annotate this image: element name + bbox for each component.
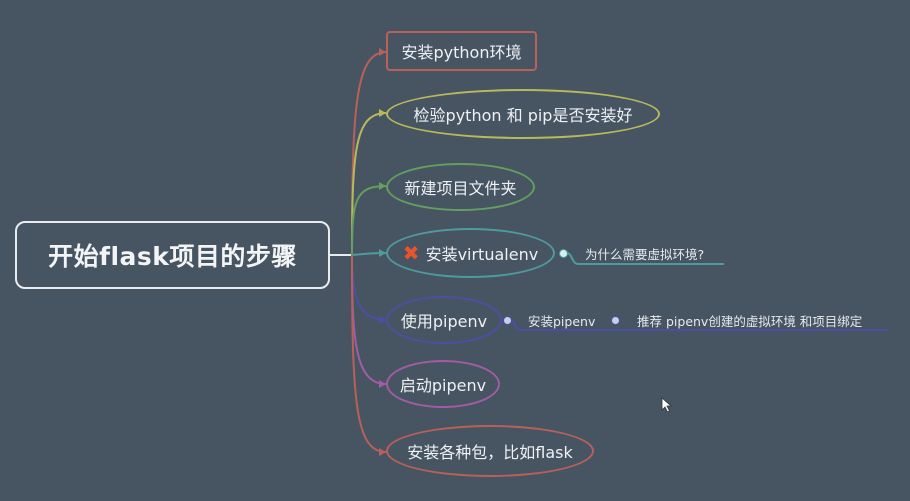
branch-use-pipenv[interactable]: 使用pipenv xyxy=(386,296,502,344)
branch-label: 使用pipenv xyxy=(400,312,488,331)
branch-label: 安装python环境 xyxy=(401,43,522,62)
branch-label: 安装virtualenv xyxy=(425,245,539,264)
root-node[interactable]: 开始flask项目的步骤 xyxy=(15,221,330,289)
sub-why-virtualenv[interactable]: 为什么需要虚拟环境? xyxy=(585,247,705,262)
collapse-toggle-virtualenv[interactable] xyxy=(559,249,568,258)
branch-install-python[interactable]: 安装python环境 xyxy=(386,31,537,71)
branch-start-pipenv[interactable]: 启动pipenv xyxy=(386,360,500,408)
branch-label: 新建项目文件夹 xyxy=(404,179,517,198)
sub-recommend-pipenv[interactable]: 推荐 pipenv创建的虚拟环境 和项目绑定 xyxy=(637,314,863,329)
branch-verify-python-pip[interactable]: 检验python 和 pip是否安装好 xyxy=(386,89,660,139)
sub-install-pipenv[interactable]: 安装pipenv xyxy=(528,314,596,329)
branch-install-virtualenv[interactable]: ✖ 安装virtualenv xyxy=(386,228,555,278)
mouse-cursor-icon xyxy=(661,397,673,413)
root-label: 开始flask项目的步骤 xyxy=(48,242,297,271)
branch-label: 启动pipenv xyxy=(399,376,487,395)
branch-label: 检验python 和 pip是否安装好 xyxy=(413,106,633,125)
branch-new-project-folder[interactable]: 新建项目文件夹 xyxy=(386,163,535,211)
branch-label: 安装各种包，比如flask xyxy=(407,443,573,462)
collapse-toggle-install-pipenv[interactable] xyxy=(611,316,620,325)
branch-install-packages[interactable]: 安装各种包，比如flask xyxy=(386,425,594,477)
cross-icon: ✖ xyxy=(402,241,420,265)
collapse-toggle-pipenv[interactable] xyxy=(503,316,512,325)
